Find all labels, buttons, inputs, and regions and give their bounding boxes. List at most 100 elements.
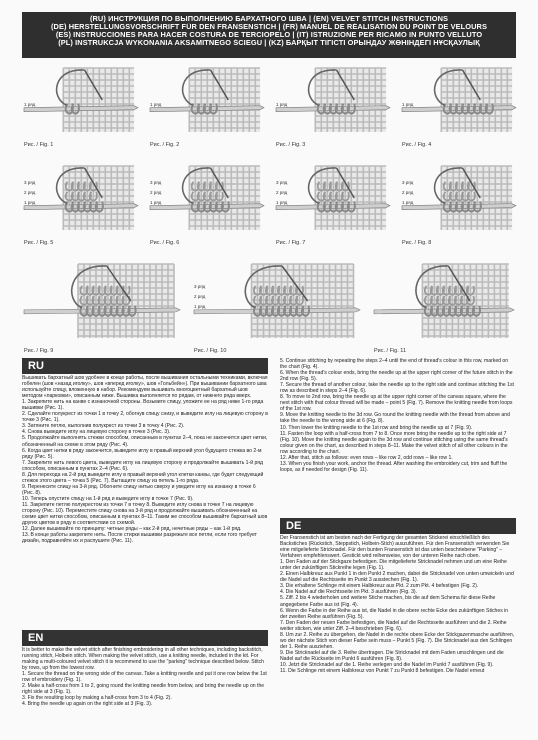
row-label: 1 ряд bbox=[276, 199, 288, 205]
paragraph: 10. Jetzt die Stricknadel auf die 1. Rei… bbox=[280, 661, 494, 668]
paragraph: 12. After that, stitch as follows: even … bbox=[280, 454, 453, 461]
paragraph: 6. Wenn die Farbe in der Reihe aus ist, … bbox=[280, 607, 509, 620]
paragraph: 4. Bring the needle up again on the righ… bbox=[22, 701, 153, 708]
paragraph: Der Fransenstich ist am besten nach der … bbox=[280, 535, 510, 560]
stitch-diagram bbox=[149, 165, 265, 230]
figure-caption: Рис. / Fig. 1 bbox=[24, 142, 54, 148]
figure-caption: Рис. / Fig. 5 bbox=[24, 240, 54, 246]
paragraph: 7. Secure the thread of another colour, … bbox=[280, 382, 514, 395]
row-label: 2 ряд bbox=[150, 189, 162, 195]
paragraph: 13. В конце работы закрепите нить. После… bbox=[22, 532, 257, 545]
row-label: 3 ряд bbox=[24, 179, 36, 185]
figure-caption: Рис. / Fig. 8 bbox=[402, 240, 432, 246]
paragraph: 11. Fasten the loop with a half-cross fr… bbox=[280, 430, 508, 455]
row-label: 1 ряд bbox=[150, 101, 162, 107]
paragraph: 11. Die Schlinge mit einem Halbkreuz von… bbox=[280, 668, 485, 675]
figure-caption: Рис. / Fig. 10 bbox=[194, 348, 227, 354]
paragraph: 11. Закрепите петлю полукрестом из точки… bbox=[22, 501, 268, 527]
row-label: 3 ряд bbox=[194, 283, 206, 289]
title-line: (ES) INSTRUCCIONES PARA HACER COSTURA DE… bbox=[55, 31, 483, 39]
figure-caption: Рис. / Fig. 4 bbox=[402, 142, 432, 148]
section-title-en: EN bbox=[22, 630, 268, 646]
paragraph: 7. Den Faden der neuen Farbe befestigen,… bbox=[280, 619, 507, 632]
paragraph: 1. Закрепите нить на канве с изнаночной … bbox=[22, 399, 264, 412]
paragraph: 8. Для перехода на 2-й ряд выведите иглу… bbox=[22, 471, 264, 484]
paragraph: Вышивать бархатный шов удобнее в конце р… bbox=[22, 375, 268, 400]
paragraph: 1. Den Faden auf der Stickgaze befestige… bbox=[280, 559, 507, 572]
row-label: 2 ряд bbox=[194, 293, 206, 299]
stitch-diagram bbox=[401, 165, 517, 230]
figure-caption: Рис. / Fig. 9 bbox=[24, 348, 54, 354]
row-label: 3 ряд bbox=[402, 179, 414, 185]
stitch-diagram bbox=[23, 67, 139, 132]
paragraph: 1. Secure the thread on the wrong side o… bbox=[22, 671, 267, 684]
figure-caption: Рис. / Fig. 7 bbox=[276, 240, 306, 246]
paragraph: 6. Когда цвет нитки в ряду закончится, в… bbox=[22, 447, 262, 460]
stitch-diagram bbox=[275, 67, 391, 132]
row-label: 2 ряд bbox=[276, 189, 288, 195]
paragraph: 5. Continue stitching by repeating the s… bbox=[280, 358, 509, 371]
paragraph: 9. Перенесите спицу на 3-й ряд. Обогните… bbox=[22, 483, 256, 496]
paragraph: 6. When the thread's colour ends, bring … bbox=[280, 370, 513, 383]
row-label: 1 ряд bbox=[24, 101, 36, 107]
figure-11: Рис. / Fig. 11 bbox=[372, 258, 516, 354]
stitch-diagram bbox=[275, 165, 391, 230]
paragraph: 5. Продолжайте выполнять стежки способом… bbox=[22, 435, 268, 448]
stitch-diagram bbox=[401, 67, 517, 132]
paragraph: 3. Fix the resulting loop by making a ha… bbox=[22, 695, 172, 702]
paragraph: 3. Die erhaltene Schlinge mit einem Halb… bbox=[280, 583, 479, 590]
row-label: 1 ряд bbox=[150, 199, 162, 205]
paragraph: 3. Затяните петлю, выполнив полукрест из… bbox=[22, 423, 185, 430]
paragraph: It is better to make the velvet stitch a… bbox=[22, 647, 265, 672]
figure-caption: Рис. / Fig. 6 bbox=[150, 240, 180, 246]
stitch-diagram bbox=[373, 263, 515, 338]
figure-9: Рис. / Fig. 9 bbox=[22, 258, 182, 354]
row-label: 3 ряд bbox=[150, 179, 162, 185]
row-label: 1 ряд bbox=[276, 101, 288, 107]
row-label: 1 ряд bbox=[402, 199, 414, 205]
section-title-ru: RU bbox=[22, 358, 268, 374]
paragraph: 8. Um zur 2. Reihe zu übergehen, die Nad… bbox=[280, 631, 515, 650]
section-text-de: Der Fransenstich ist am besten nach der … bbox=[280, 535, 516, 735]
row-label: 3 ряд bbox=[276, 179, 288, 185]
stitch-diagram bbox=[193, 263, 361, 338]
paragraph: 4. Die Nadel auf die Rechtsseite im Pkt.… bbox=[280, 589, 418, 596]
paragraph: 9. Move the knitting needle to the 3d ro… bbox=[280, 412, 510, 425]
title-banner: (RU) ИНСТРУКЦИЯ ПО ВЫПОЛНЕНИЮ БАРХАТНОГО… bbox=[22, 12, 516, 58]
paragraph: 8. To move to 2nd row, bring the needle … bbox=[280, 394, 513, 413]
stitch-diagram bbox=[23, 263, 181, 338]
stitch-diagram bbox=[149, 67, 265, 132]
paragraph: 2. Einen Halbkreuz aus Punkt 1 in den Pu… bbox=[280, 571, 514, 584]
row-label: 1 ряд bbox=[402, 101, 414, 107]
section-text-en-continued: 5. Continue stitching by repeating the s… bbox=[280, 358, 516, 518]
paragraph: 13. When you finish your work, anchor th… bbox=[280, 460, 508, 473]
paragraph: 10. Then lower the knitting needle to th… bbox=[280, 424, 473, 431]
row-label: 2 ряд bbox=[402, 189, 414, 195]
paragraph: 9. Die Stricknadel auf die 3. Reihe über… bbox=[280, 649, 504, 662]
section-text-en: It is better to make the velvet stitch a… bbox=[22, 647, 268, 735]
title-line: (RU) ИНСТРУКЦИЯ ПО ВЫПОЛНЕНИЮ БАРХАТНОГО… bbox=[89, 15, 449, 23]
stitch-diagram bbox=[23, 165, 139, 230]
figure-caption: Рис. / Fig. 2 bbox=[150, 142, 180, 148]
section-text-ru: Вышивать бархатный шов удобнее в конце р… bbox=[22, 375, 268, 629]
row-label: 1 ряд bbox=[24, 199, 36, 205]
paragraph: 2. Сделайте полукрест из точки 1 в точку… bbox=[22, 411, 268, 424]
paragraph: 12. Далее вышивайте по принципу: четные … bbox=[22, 526, 242, 533]
paragraph: 10. Теперь опустите спицу на 1-й ряд и в… bbox=[22, 495, 194, 502]
section-title-de: DE bbox=[280, 518, 516, 534]
row-label: 2 ряд bbox=[24, 189, 36, 195]
figure-caption: Рис. / Fig. 3 bbox=[276, 142, 306, 148]
paragraph: 4. Снова выведите иглу на лицевую сторон… bbox=[22, 429, 171, 436]
figure-caption: Рис. / Fig. 11 bbox=[374, 348, 407, 354]
paragraph: 2. Make a half-cross from 1 to 2, going … bbox=[22, 683, 265, 696]
title-line: (DE) HERSTELLUNGSVORSCHRIFT FÜR DEN FRAN… bbox=[50, 23, 488, 31]
